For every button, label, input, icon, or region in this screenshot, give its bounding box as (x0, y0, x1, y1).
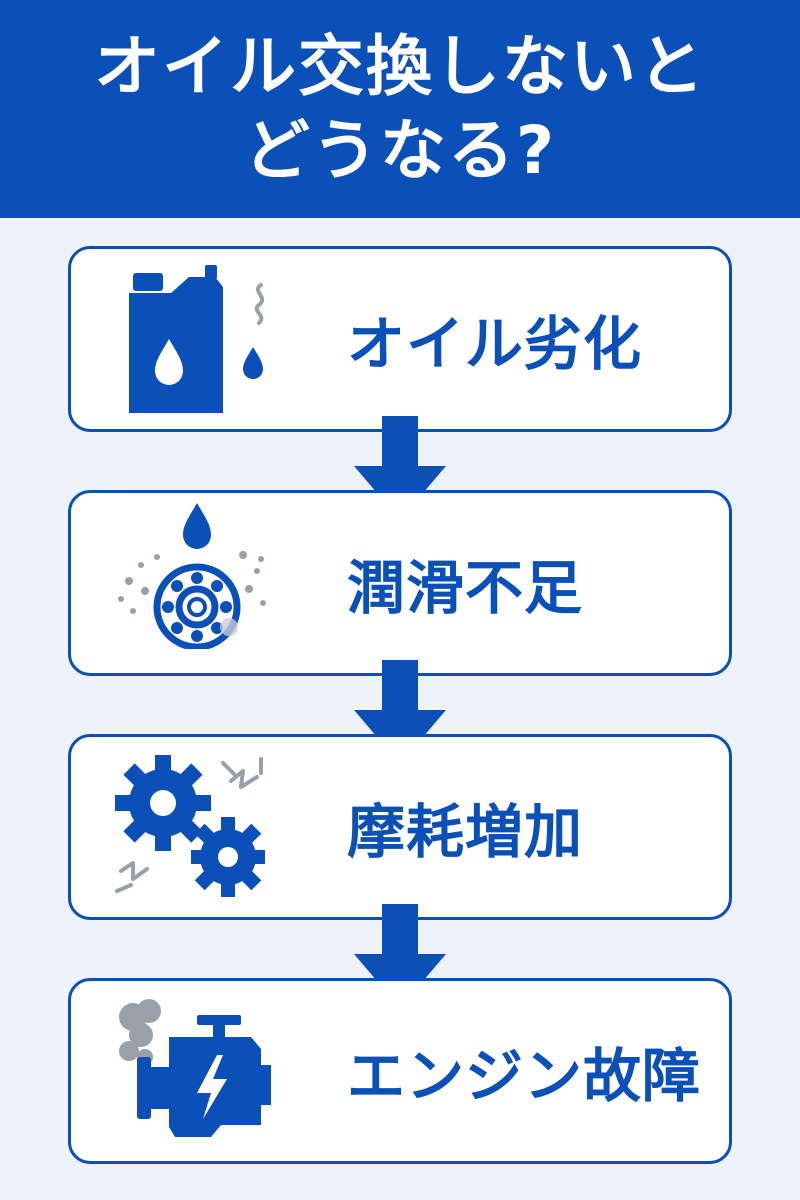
step-oil-degradation: オイル劣化 (68, 246, 732, 432)
title-banner: オイル交換しないと どうなる? (0, 0, 800, 218)
step-engine-failure: エンジン故障 (68, 978, 732, 1164)
title-line-1: オイル交換しないと (94, 28, 706, 105)
step-label-engine-failure: エンジン故障 (347, 1042, 702, 1110)
gears-icon (115, 755, 265, 897)
down-arrow-icon (354, 416, 446, 520)
title-line-2: どうなる? (243, 112, 557, 189)
step-lubrication-shortage: 潤滑不足 (68, 490, 732, 676)
oil-can-icon (129, 265, 265, 413)
bearing-icon (118, 503, 266, 649)
engine-warning-icon (119, 999, 271, 1137)
down-arrow-icon (354, 904, 446, 1008)
step-wear-increase: 摩耗増加 (68, 734, 732, 920)
down-arrow-icon (354, 660, 446, 764)
step-label-wear-increase: 摩耗増加 (347, 798, 584, 866)
step-label-oil-degradation: オイル劣化 (347, 310, 643, 378)
step-label-lubrication-shortage: 潤滑不足 (347, 554, 584, 622)
